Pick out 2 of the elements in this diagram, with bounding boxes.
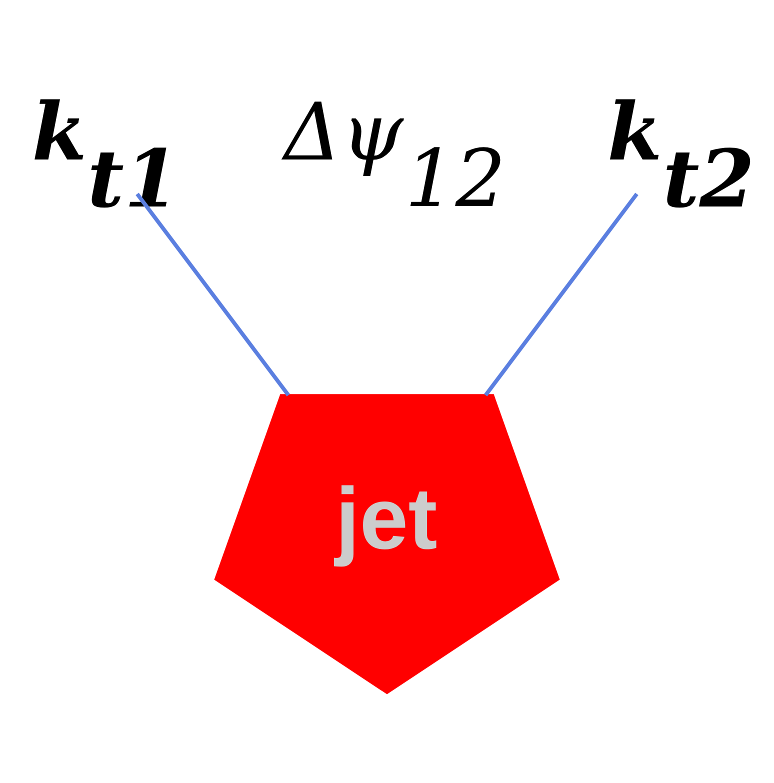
connector bbox=[136, 192, 290, 396]
connector bbox=[484, 192, 638, 396]
